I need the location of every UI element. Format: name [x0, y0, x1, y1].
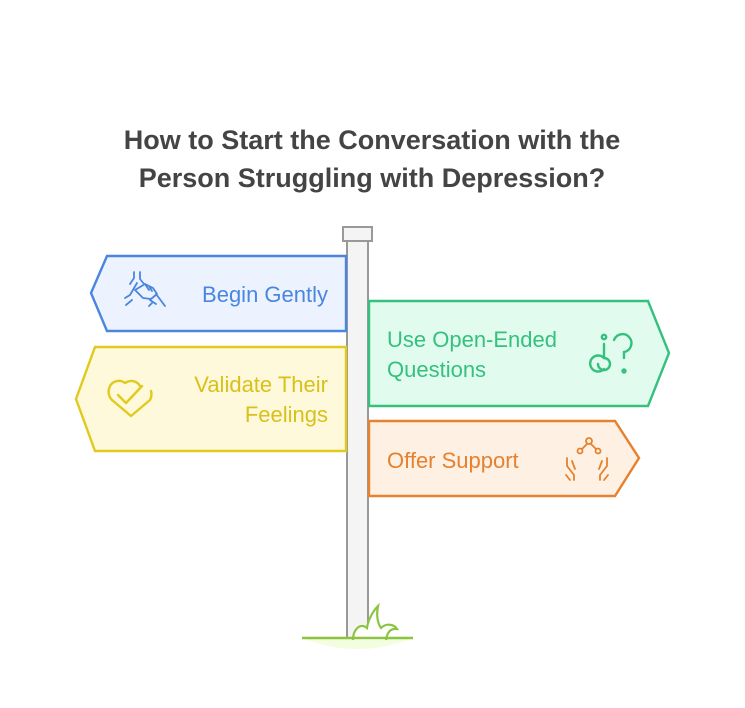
question-marks-icon: [589, 332, 633, 374]
signpost-pole: [346, 239, 369, 639]
supporting-hands-icon: [565, 437, 609, 481]
sign-label-line-1: Use Open-Ended: [387, 327, 557, 352]
sign-label-line-2: Feelings: [245, 402, 328, 427]
sign-use-open-ended-questions[interactable]: Use Open-Ended Questions: [367, 299, 671, 408]
sign-offer-support[interactable]: Offer Support: [367, 419, 641, 498]
sign-label: Begin Gently: [202, 282, 328, 307]
sign-label-line-2: Questions: [387, 357, 486, 382]
grass-icon: [351, 602, 400, 641]
sign-begin-gently[interactable]: Begin Gently: [89, 254, 348, 333]
heart-check-icon: [107, 379, 153, 418]
ground-shadow: [302, 638, 413, 649]
pole-cap: [342, 226, 373, 242]
sign-validate-their-feelings[interactable]: Validate Their Feelings: [74, 345, 348, 453]
sign-label: Offer Support: [387, 448, 519, 473]
hands-holding-icon: [124, 271, 166, 307]
title-line-2: Person Struggling with Depression?: [139, 163, 606, 193]
sign-label-line-1: Validate Their: [194, 372, 328, 397]
title-line-1: How to Start the Conversation with the: [124, 125, 621, 155]
